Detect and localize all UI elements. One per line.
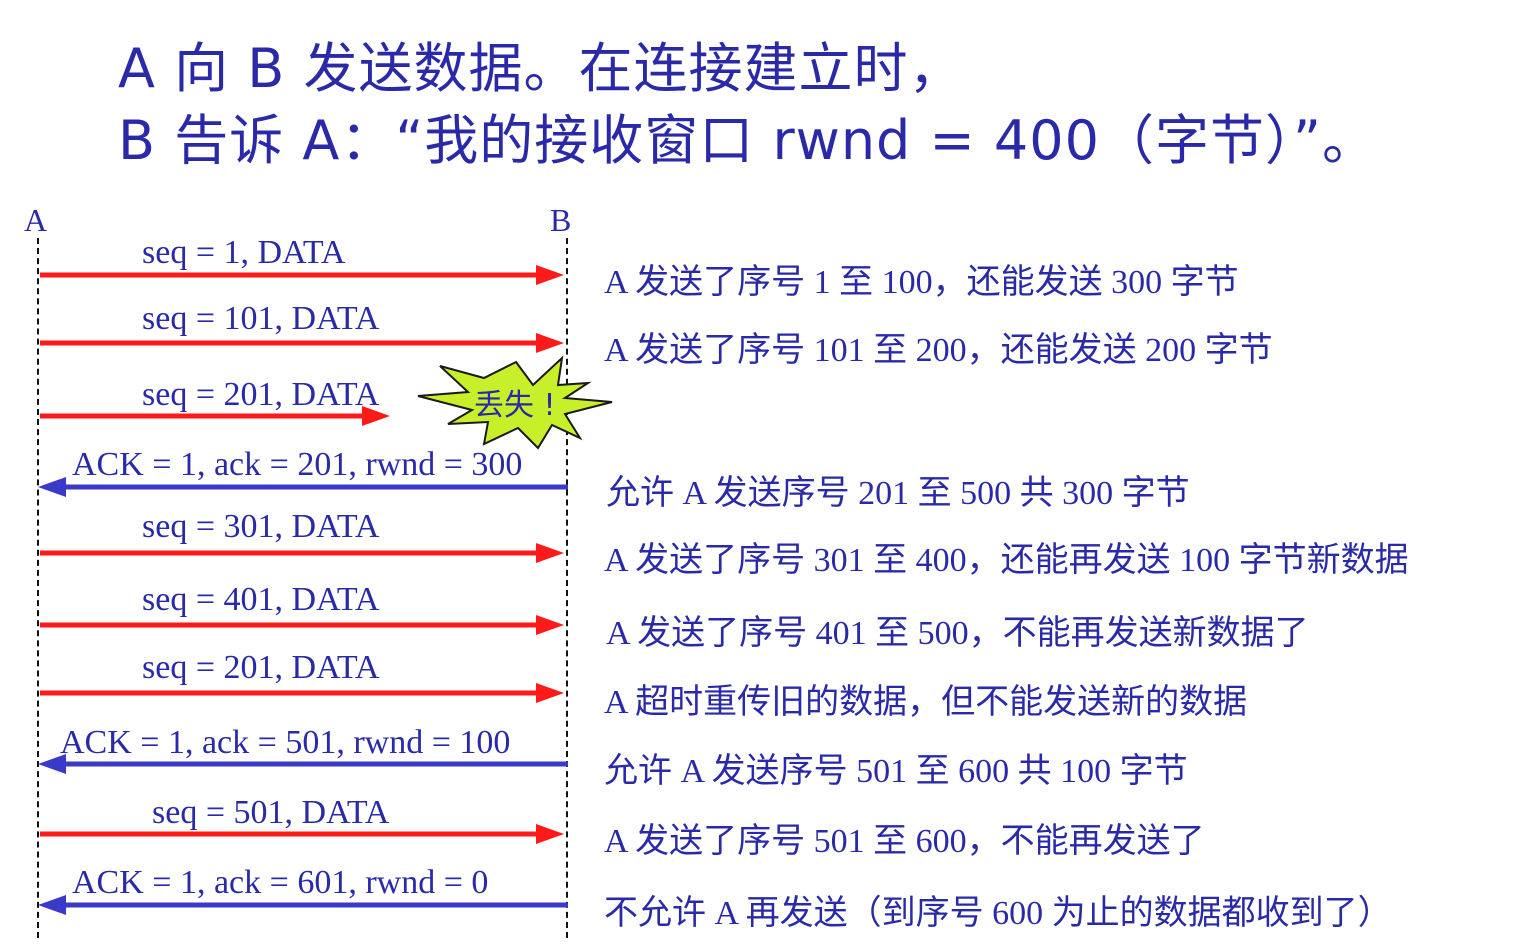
- host-b-label: B: [550, 202, 572, 238]
- host-a-label: A: [24, 202, 48, 238]
- note-9: 不允许 A 再发送（到序号 600 为止的数据都收到了）: [604, 895, 1392, 932]
- note-5: A 发送了序号 401 至 500，不能再发送新数据了: [606, 615, 1309, 652]
- timeline-b: [566, 238, 568, 938]
- message-label-10: ACK = 1, ack = 601, rwnd = 0: [72, 864, 489, 901]
- message-label-6: seq = 401, DATA: [142, 581, 380, 618]
- message-label-3: seq = 201, DATA: [142, 376, 380, 413]
- heading-line-2: B 告诉 A：“我的接收窗口 rwnd = 400（字节）”。: [118, 109, 1377, 172]
- note-6: A 超时重传旧的数据，但不能发送新的数据: [604, 684, 1248, 721]
- message-label-7: seq = 201, DATA: [142, 649, 380, 686]
- message-label-8: ACK = 1, ack = 501, rwnd = 100: [60, 724, 511, 761]
- note-1: A 发送了序号 1 至 100，还能发送 300 字节: [604, 264, 1239, 301]
- heading-line-1: A 向 B 发送数据。在连接建立时，: [118, 37, 964, 100]
- loss-marker-label: 丢失 !: [474, 388, 556, 423]
- message-label-2: seq = 101, DATA: [142, 300, 380, 337]
- message-label-5: seq = 301, DATA: [142, 508, 380, 545]
- message-label-4: ACK = 1, ack = 201, rwnd = 300: [72, 446, 523, 483]
- message-label-9: seq = 501, DATA: [152, 794, 390, 831]
- note-4: A 发送了序号 301 至 400，还能再发送 100 字节新数据: [604, 542, 1409, 579]
- note-7: 允许 A 发送序号 501 至 600 共 100 字节: [604, 753, 1188, 790]
- message-arrow-5: [40, 543, 564, 563]
- note-3: 允许 A 发送序号 201 至 500 共 300 字节: [606, 475, 1190, 512]
- message-label-1: seq = 1, DATA: [142, 234, 346, 271]
- note-8: A 发送了序号 501 至 600，不能再发送了: [604, 823, 1205, 860]
- timeline-a: [37, 238, 39, 938]
- note-2: A 发送了序号 101 至 200，还能发送 200 字节: [604, 332, 1273, 369]
